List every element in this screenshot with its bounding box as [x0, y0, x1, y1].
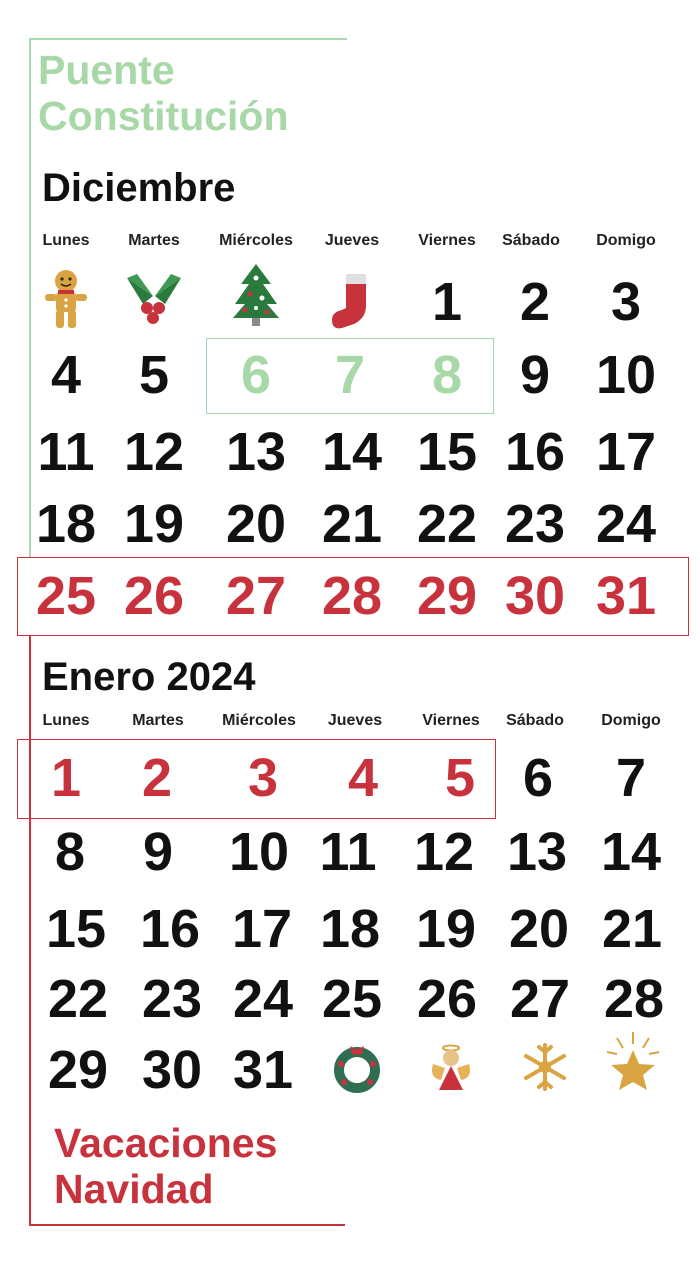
december-day: 22	[416, 494, 478, 554]
december-day: 10	[595, 345, 657, 405]
weekday-label: Martes	[132, 712, 184, 729]
january-day: 28	[603, 969, 665, 1029]
december-day: 9	[519, 345, 551, 405]
december-day: 21	[321, 494, 383, 554]
weekday-label: Sábado	[502, 232, 560, 249]
december-day: 2	[519, 272, 551, 332]
weekday-label: Miércoles	[219, 232, 293, 249]
december-day: 1	[431, 272, 463, 332]
january-day: 7	[615, 748, 647, 808]
puente-day: 6	[240, 345, 272, 405]
frame-top-green	[29, 38, 347, 40]
weekday-label: Lunes	[42, 712, 90, 729]
january-day: 25	[321, 969, 383, 1029]
january-day: 23	[141, 969, 203, 1029]
frame-left-green	[29, 38, 31, 558]
holiday-day: 25	[35, 566, 97, 626]
legend-vacaciones-line-2: Navidad	[54, 1166, 214, 1212]
january-day: 17	[231, 899, 293, 959]
january-day: 14	[600, 822, 662, 882]
january-day: 10	[228, 822, 290, 882]
december-day: 16	[504, 422, 566, 482]
weekday-label: Martes	[128, 232, 180, 249]
holiday-day: 5	[444, 748, 476, 808]
snowflake-icon	[520, 1042, 570, 1097]
puente-day: 8	[431, 345, 463, 405]
wreath-icon	[332, 1042, 382, 1099]
december-day: 17	[595, 422, 657, 482]
frame-bottom-red	[29, 1224, 345, 1226]
january-day: 18	[319, 899, 381, 959]
january-day: 6	[522, 748, 554, 808]
december-day: 20	[225, 494, 287, 554]
december-day: 11	[37, 422, 95, 482]
month-title-january: Enero 2024	[42, 655, 256, 699]
gingerbread-icon	[42, 268, 90, 337]
weekday-label: Domigo	[596, 232, 656, 249]
holiday-day: 31	[595, 566, 657, 626]
january-day: 11	[319, 822, 377, 882]
holiday-highlight-box-january	[17, 739, 496, 819]
holiday-day: 26	[123, 566, 185, 626]
holiday-day: 29	[416, 566, 478, 626]
january-day: 13	[506, 822, 568, 882]
angel-icon	[427, 1044, 475, 1097]
december-day: 12	[123, 422, 185, 482]
holiday-day: 2	[141, 748, 173, 808]
january-day: 29	[47, 1040, 109, 1100]
holiday-day: 28	[321, 566, 383, 626]
january-day: 26	[416, 969, 478, 1029]
december-day: 19	[123, 494, 185, 554]
puente-highlight-box	[206, 338, 494, 414]
january-day: 8	[54, 822, 86, 882]
january-day: 22	[47, 969, 109, 1029]
january-day: 31	[232, 1040, 294, 1100]
january-day: 16	[139, 899, 201, 959]
frame-left-red	[29, 635, 31, 1225]
weekday-label: Viernes	[422, 712, 480, 729]
january-day: 19	[415, 899, 477, 959]
holiday-highlight-box-december	[17, 557, 689, 636]
holiday-day: 4	[347, 748, 379, 808]
weekday-label: Domigo	[601, 712, 661, 729]
january-day: 24	[232, 969, 294, 1029]
january-day: 21	[601, 899, 663, 959]
weekday-label: Sábado	[506, 712, 564, 729]
december-day: 4	[50, 345, 82, 405]
december-day: 5	[138, 345, 170, 405]
holiday-day: 27	[225, 566, 287, 626]
legend-vacaciones-line-1: Vacaciones	[54, 1120, 278, 1166]
christmas-tree-icon	[231, 262, 281, 333]
holiday-day: 1	[50, 748, 82, 808]
title-line-2: Constitución	[38, 93, 289, 139]
holly-icon	[123, 270, 185, 331]
december-day: 18	[35, 494, 97, 554]
january-day: 12	[413, 822, 475, 882]
puente-day: 7	[334, 345, 366, 405]
december-day: 13	[225, 422, 287, 482]
december-day: 15	[416, 422, 478, 482]
january-day: 20	[508, 899, 570, 959]
weekday-label: Miércoles	[222, 712, 296, 729]
december-day: 24	[595, 494, 657, 554]
title-line-1: Puente	[38, 47, 175, 93]
december-day: 23	[504, 494, 566, 554]
december-day: 3	[610, 272, 642, 332]
weekday-label: Viernes	[418, 232, 476, 249]
weekday-label: Lunes	[42, 232, 90, 249]
january-day: 27	[509, 969, 571, 1029]
month-title-december: Diciembre	[42, 166, 236, 210]
star-icon	[603, 1030, 663, 1099]
january-day: 15	[45, 899, 107, 959]
january-day: 9	[142, 822, 174, 882]
holiday-day: 30	[504, 566, 566, 626]
stocking-icon	[328, 272, 376, 335]
december-day: 14	[321, 422, 383, 482]
weekday-label: Jueves	[324, 232, 380, 249]
holiday-day: 3	[247, 748, 279, 808]
january-day: 30	[141, 1040, 203, 1100]
weekday-label: Jueves	[327, 712, 383, 729]
